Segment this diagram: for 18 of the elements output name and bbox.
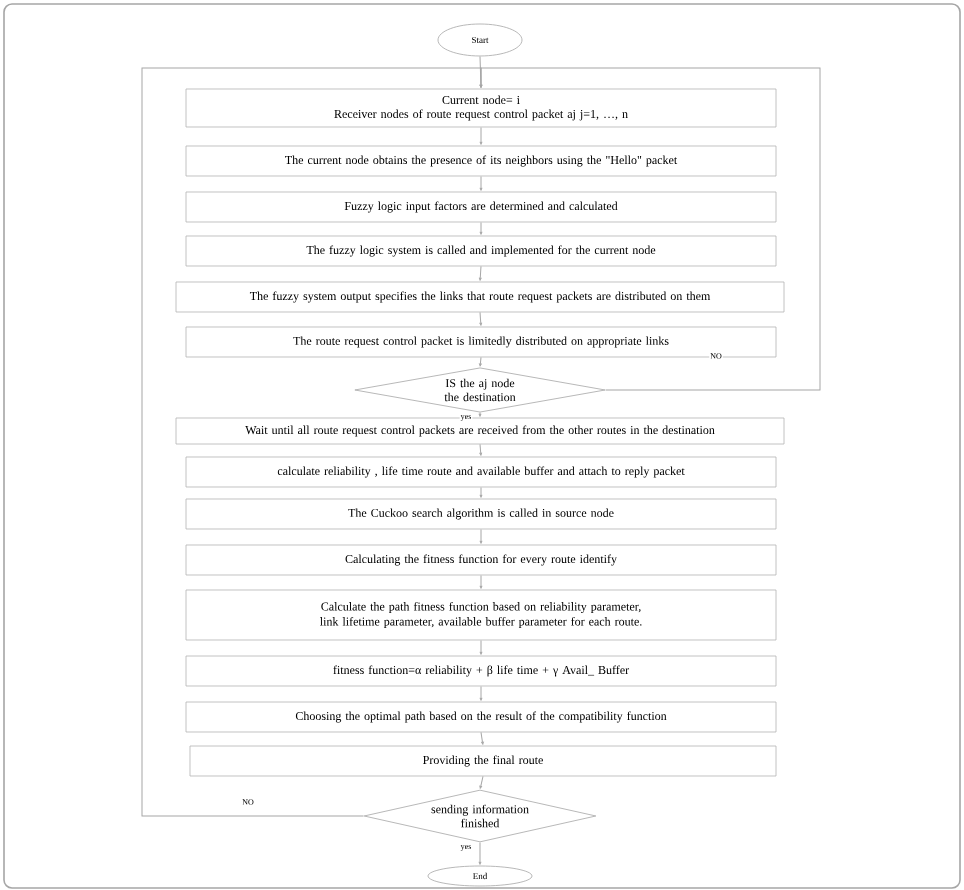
arrow [479, 528, 483, 544]
arrow [479, 443, 483, 456]
arrow [479, 221, 483, 235]
arrow [479, 175, 483, 191]
arrow [480, 731, 484, 745]
arrow [479, 775, 484, 789]
arrow [479, 126, 483, 145]
arrow [478, 841, 482, 865]
arrow [479, 639, 483, 655]
arrow [479, 574, 483, 589]
arrow [478, 412, 482, 417]
arrow [478, 265, 482, 281]
arrow [478, 356, 482, 367]
arrow [479, 685, 483, 701]
arrow [479, 67, 821, 391]
arrow [479, 311, 483, 326]
arrow [141, 67, 483, 817]
arrow [479, 486, 483, 498]
